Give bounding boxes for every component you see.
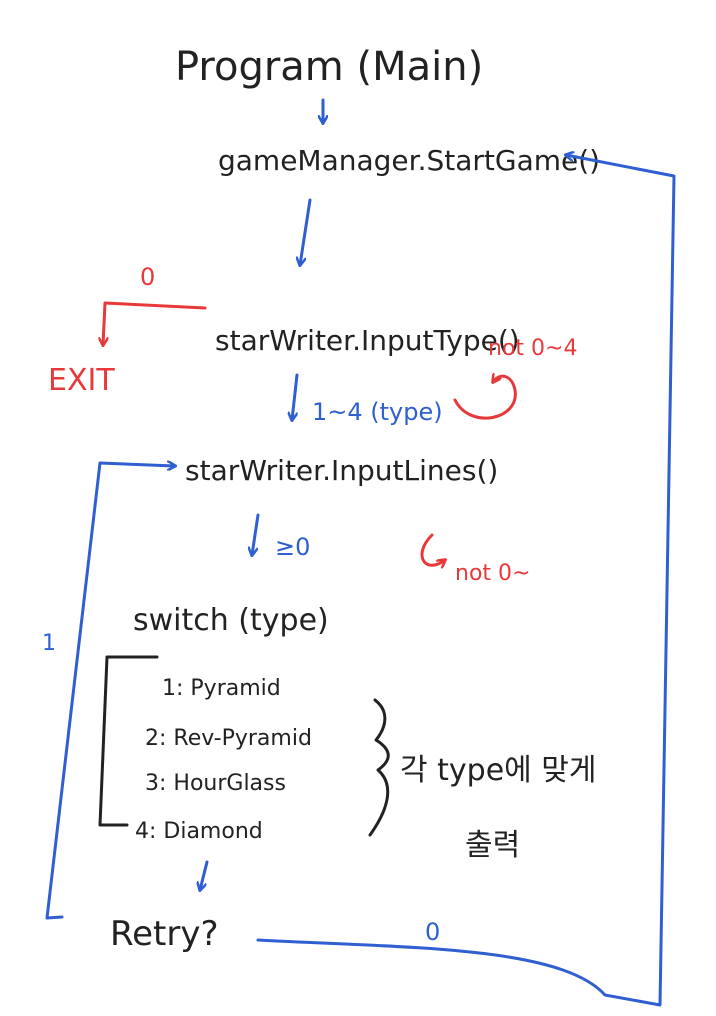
edge-retry-no-to-start-game [256,155,676,1007]
switch-case-4: 4: Diamond [135,819,263,844]
note-brace [368,698,390,837]
edge-start-to-input-type [300,198,312,265]
label-lines-invalid: not 0~ [455,561,530,586]
switch-case-1: 1: Pyramid [162,676,281,701]
node-exit: EXIT [48,363,115,398]
node-switch: switch (type) [133,603,329,638]
label-retry-no: 0 [425,918,440,946]
switch-case-3: 3: HourGlass [145,771,286,796]
edge-input-type-to-input-lines [292,373,299,420]
label-type-valid: 1~4 (type) [312,398,443,426]
node-retry: Retry? [110,914,219,954]
node-program-main: Program (Main) [175,44,483,90]
note-line-2: 출력 [465,828,520,863]
loop-input-type-invalid [453,376,517,420]
label-lines-valid: ≥0 [275,533,310,561]
node-input-type: starWriter.InputType() [215,324,520,357]
node-input-lines: starWriter.InputLines() [185,454,498,487]
edge-switch-to-retry [200,860,209,890]
label-type-zero: 0 [140,263,155,291]
node-start-game: gameManager.StartGame() [218,144,600,177]
edge-input-lines-to-switch [252,513,260,555]
loop-input-lines-invalid [420,533,445,565]
edge-input-type-to-exit [103,301,207,345]
switch-case-2: 2: Rev-Pyramid [145,726,312,751]
note-line-1: 각 type에 맞게 [400,753,597,788]
switch-bracket [98,655,159,827]
edge-retry-yes-to-input-lines [45,463,175,920]
label-retry-yes: 1 [42,631,56,656]
label-type-invalid: not 0~4 [488,336,577,361]
